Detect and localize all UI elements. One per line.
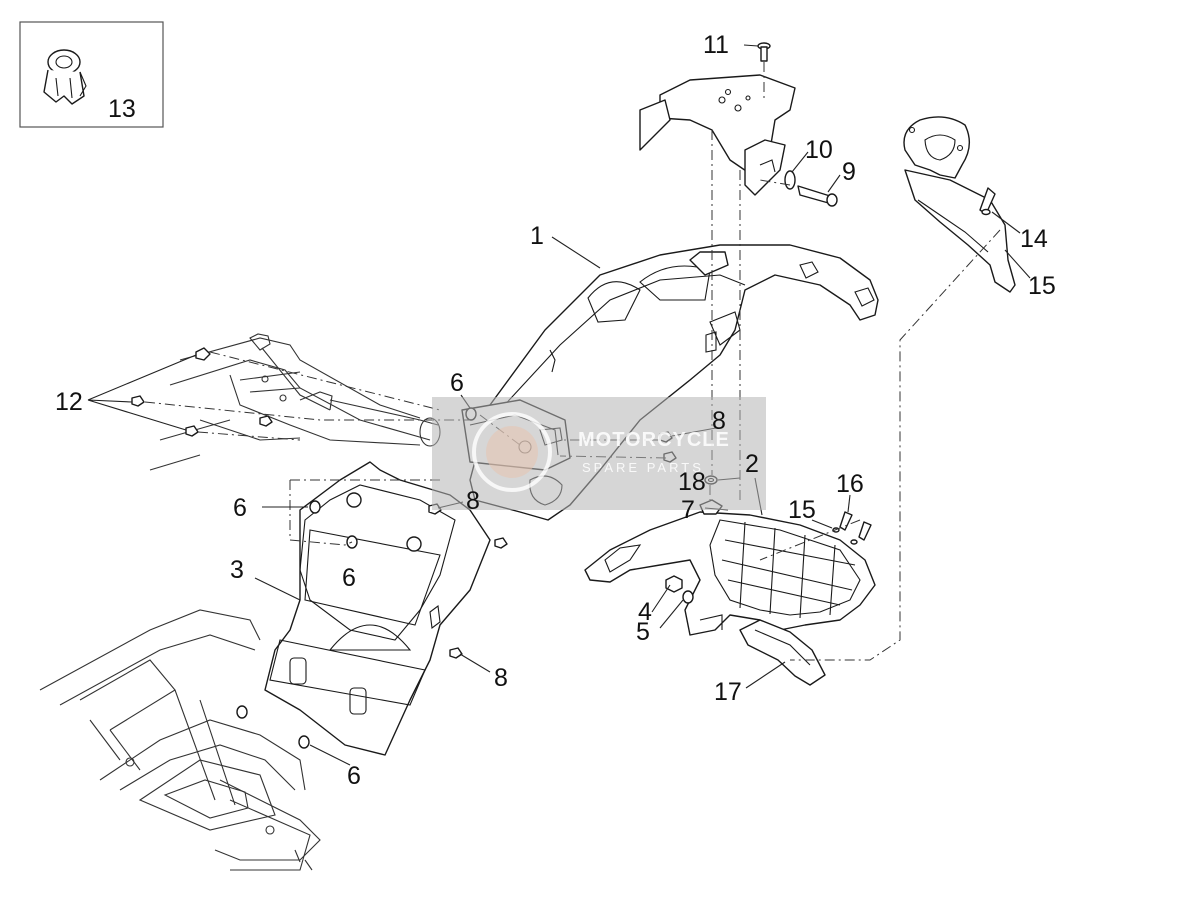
callout-6-top: 6 <box>450 369 464 397</box>
callout-8-middle: 8 <box>466 487 480 515</box>
callout-6-middle: 6 <box>342 564 356 592</box>
callouts: 1 2 3 4 5 6 6 6 6 7 8 8 8 9 10 11 12 13 … <box>55 31 1056 790</box>
callout-17: 17 <box>714 678 742 706</box>
license-bracket-part-15 <box>903 116 1016 293</box>
callout-8-bottom: 8 <box>494 664 508 692</box>
bolts-part-12 <box>131 347 273 437</box>
rear-frame-upper <box>149 333 441 471</box>
upper-bracket <box>639 74 796 196</box>
callout-16: 16 <box>836 470 864 498</box>
callout-1: 1 <box>530 222 544 250</box>
callout-12: 12 <box>55 388 83 416</box>
callout-15-right: 15 <box>1028 272 1056 300</box>
callout-9: 9 <box>842 158 856 186</box>
inset-frame <box>19 21 164 128</box>
callout-14: 14 <box>1020 225 1048 253</box>
bolt-part-11 <box>757 42 771 62</box>
watermark-logo-core <box>486 426 538 478</box>
watermark-title: MOTORCYCLE <box>578 429 730 451</box>
watermark-logo <box>472 412 552 492</box>
callout-7: 7 <box>681 496 695 524</box>
washer-part-10 <box>784 170 796 190</box>
nut-part-4 <box>665 575 683 593</box>
hugger-part-2 <box>584 511 876 636</box>
callout-4: 4 <box>638 598 652 626</box>
lower-mudguard-part-3 <box>264 461 491 756</box>
cable-clip-part <box>43 49 87 105</box>
inset-part-13 <box>19 21 164 128</box>
callout-3: 3 <box>230 556 244 584</box>
watermark-subtitle: SPARE PARTS <box>582 460 704 475</box>
callout-15-lower: 15 <box>788 496 816 524</box>
watermark: MOTORCYCLE SPARE PARTS <box>432 397 766 510</box>
rear-frame-lower <box>39 609 321 871</box>
guard-part-17 <box>739 619 826 686</box>
callout-18: 18 <box>678 468 706 496</box>
callout-6-bottom: 6 <box>347 762 361 790</box>
callout-11: 11 <box>703 31 729 59</box>
callout-10: 10 <box>805 136 833 164</box>
screw-part-14 <box>979 187 996 216</box>
screws-part-16 <box>839 511 872 541</box>
callout-13: 13 <box>108 95 136 123</box>
callout-5: 5 <box>636 618 650 646</box>
callout-2: 2 <box>745 450 759 478</box>
callout-6-left: 6 <box>233 494 247 522</box>
washer-part-5 <box>682 590 694 604</box>
bolt-part-9 <box>797 185 838 207</box>
callout-8-top: 8 <box>712 407 726 435</box>
